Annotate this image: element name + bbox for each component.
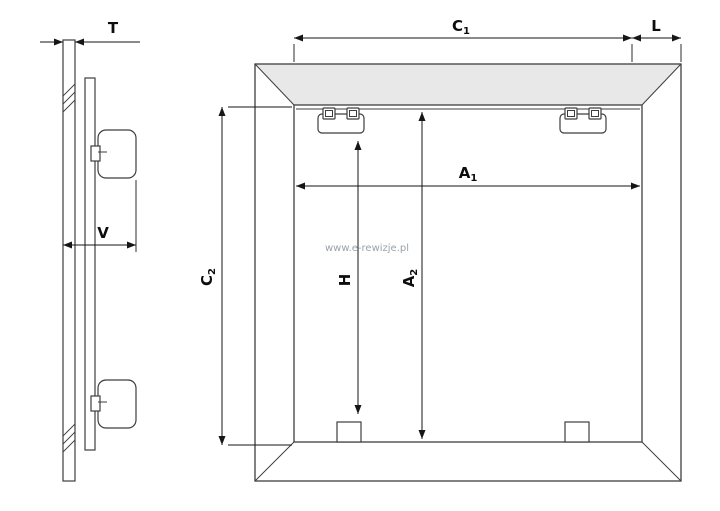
frame-corner-joints <box>254 63 682 482</box>
label-c2: C2 <box>198 268 218 286</box>
dimension-t: T <box>40 19 140 46</box>
dimension-a1: A1 <box>296 164 640 190</box>
frame-top-band <box>255 64 681 105</box>
frame-outer-edge <box>254 63 682 482</box>
bottom-tab-left <box>336 421 362 443</box>
label-a1: A1 <box>459 164 478 184</box>
dimension-c1: C1 <box>293 17 633 62</box>
latch-front-left <box>317 107 365 134</box>
frame-inner-edge <box>293 104 643 443</box>
front-view: C1 L C2 A1 A2 H www.e-re <box>198 17 682 482</box>
latch-side-top <box>90 129 137 179</box>
dimension-h: H <box>336 141 362 414</box>
wall-hatch-bottom <box>62 423 76 453</box>
label-a2: A2 <box>400 269 420 288</box>
latch-side-bottom <box>90 379 137 429</box>
wall-hatch-top <box>62 83 76 113</box>
label-c1: C1 <box>452 17 470 37</box>
watermark: www.e-rewizje.pl <box>325 243 409 254</box>
dimension-a2: A2 <box>400 112 426 439</box>
latch-front-right <box>559 107 607 134</box>
dimension-c2: C2 <box>198 106 292 446</box>
label-t: T <box>108 19 119 37</box>
wall-plate <box>62 39 76 482</box>
bottom-tab-right <box>564 421 590 443</box>
label-h: H <box>336 274 354 287</box>
side-view: T V <box>40 19 140 482</box>
dimension-l: L <box>632 17 682 62</box>
label-l: L <box>651 17 661 35</box>
label-v: V <box>97 224 109 242</box>
panel-leaf <box>84 77 96 451</box>
dimension-v: V <box>63 180 137 252</box>
